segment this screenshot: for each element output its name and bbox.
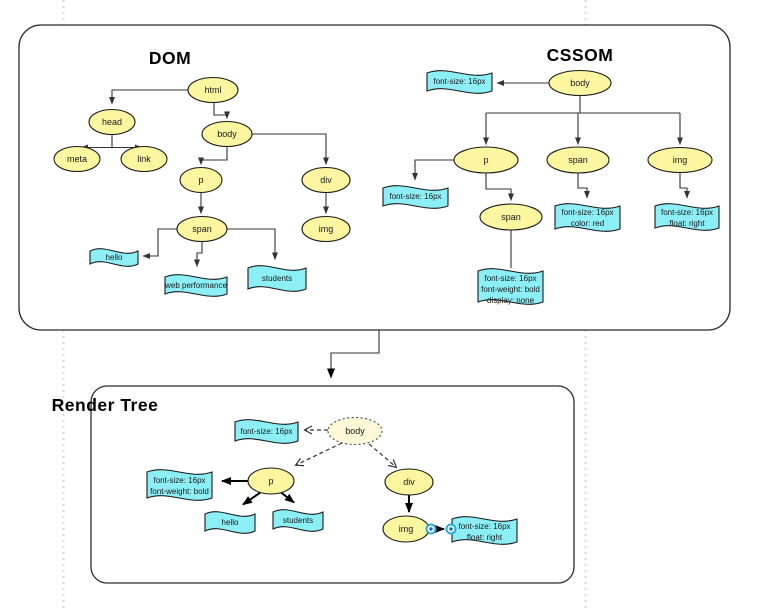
dom-node-img[interactable]: img: [301, 215, 351, 243]
svg-text:font-weight: bold: font-weight: bold: [481, 285, 540, 294]
edge-rt-p-hello: [242, 491, 262, 506]
cssom-rule-span-nested[interactable]: font-size: 16px font-weight: bold displa…: [477, 268, 544, 305]
svg-text:float: right: float: right: [669, 219, 705, 228]
dom-node-head[interactable]: head: [88, 108, 136, 136]
svg-text:font-size: 16px: font-size: 16px: [433, 77, 485, 86]
svg-text:span: span: [568, 155, 588, 165]
cssom-node-span-nested[interactable]: span: [479, 203, 543, 231]
svg-text:p: p: [483, 155, 488, 165]
svg-text:p: p: [198, 175, 203, 185]
svg-text:font-size: 16px: font-size: 16px: [240, 427, 292, 436]
svg-text:color: red: color: red: [571, 219, 604, 228]
svg-text:web performance: web performance: [164, 281, 227, 290]
dom-node-div[interactable]: div: [301, 166, 351, 194]
svg-text:div: div: [320, 175, 332, 185]
edge-cssom-p-rule: [412, 159, 454, 181]
dom-node-link[interactable]: link: [120, 145, 168, 173]
dom-node-span[interactable]: span: [176, 215, 228, 243]
svg-text:img: img: [399, 524, 414, 534]
render-tree-title[interactable]: Render Tree: [52, 395, 159, 415]
edge-endpoint-handle-target[interactable]: [445, 523, 457, 535]
edge-cssom-img-rule: [679, 172, 690, 199]
svg-text:font-weight: bold: font-weight: bold: [150, 487, 209, 496]
edge-span-students: [227, 228, 278, 260]
dom-node-p[interactable]: p: [179, 166, 223, 194]
svg-text:font-size: 16px: font-size: 16px: [484, 274, 536, 283]
rt-textnode-hello[interactable]: hello: [204, 511, 256, 534]
svg-text:meta: meta: [67, 154, 87, 164]
svg-text:hello: hello: [106, 253, 123, 262]
cssom-edges: [412, 80, 690, 268]
cssom-rule-body[interactable]: font-size: 16px: [426, 70, 493, 94]
dom-node-body[interactable]: body: [201, 120, 253, 148]
svg-text:font-size: 16px: font-size: 16px: [153, 476, 205, 485]
svg-text:span: span: [192, 224, 212, 234]
svg-text:display: none: display: none: [487, 296, 535, 305]
edge-rt-img-rule-selected[interactable]: [425, 523, 457, 535]
dom-textnode-web-performance[interactable]: web performance: [164, 274, 228, 297]
edge-html-head: [109, 89, 188, 105]
edge-rt-body-div: [368, 443, 396, 467]
dom-textnode-students[interactable]: students: [247, 265, 307, 292]
cssom-node-img[interactable]: img: [647, 146, 713, 174]
edge-body-div: [252, 133, 329, 165]
edge-body-p: [198, 146, 228, 165]
svg-text:link: link: [137, 154, 151, 164]
dom-node-html[interactable]: html: [187, 76, 239, 104]
edge-containers-to-render-tree: [327, 330, 380, 379]
svg-text:img: img: [319, 224, 334, 234]
edge-cssom-p-span: [485, 173, 514, 201]
edge-endpoint-handle-source[interactable]: [425, 523, 437, 535]
rt-rule-body[interactable]: font-size: 16px: [234, 419, 299, 444]
svg-text:body: body: [570, 78, 590, 88]
svg-text:font-size: 16px: font-size: 16px: [561, 208, 613, 217]
cssom-node-span[interactable]: span: [546, 146, 610, 174]
render-tree-edges: [221, 430, 413, 513]
cssom-rule-p[interactable]: font-size: 16px: [382, 185, 449, 209]
cssom-node-body[interactable]: body: [548, 69, 612, 97]
edge-cssom-span-rule: [577, 173, 590, 199]
svg-text:div: div: [403, 477, 415, 487]
rt-node-div[interactable]: div: [384, 468, 434, 496]
svg-text:html: html: [204, 85, 221, 95]
edge-span-webperf: [194, 241, 203, 267]
dom-cssom-container-box[interactable]: [18, 24, 731, 331]
svg-text:students: students: [283, 516, 313, 525]
cssom-rule-span[interactable]: font-size: 16px color: red: [554, 203, 621, 232]
svg-text:span: span: [501, 212, 521, 222]
svg-text:font-size: 16px: font-size: 16px: [458, 522, 510, 531]
rt-rule-img[interactable]: font-size: 16px float: right: [451, 516, 518, 545]
rt-rule-p[interactable]: font-size: 16px font-weight: bold: [146, 469, 213, 501]
dom-node-meta[interactable]: meta: [53, 145, 101, 173]
cssom-title[interactable]: CSSOM: [547, 45, 614, 65]
svg-text:font-size: 16px: font-size: 16px: [389, 192, 441, 201]
dom-textnode-hello[interactable]: hello: [89, 248, 139, 267]
svg-text:students: students: [262, 274, 292, 283]
edge-rt-p-students: [280, 491, 295, 504]
svg-text:body: body: [217, 129, 237, 139]
svg-text:p: p: [268, 476, 273, 486]
cssom-node-p[interactable]: p: [453, 146, 519, 174]
rt-node-p[interactable]: p: [247, 467, 295, 495]
svg-text:font-size: 16px: font-size: 16px: [661, 208, 713, 217]
dom-title[interactable]: DOM: [149, 48, 191, 68]
edge-html-body: [213, 102, 230, 119]
edge-span-hello: [142, 228, 177, 259]
dom-edges: [80, 89, 329, 267]
rt-node-img[interactable]: img: [382, 515, 430, 543]
rt-textnode-students[interactable]: students: [272, 509, 324, 532]
rt-node-body[interactable]: body: [327, 416, 383, 446]
cssom-rule-img[interactable]: font-size: 16px float: right: [654, 203, 720, 231]
svg-text:img: img: [673, 155, 688, 165]
svg-text:head: head: [102, 117, 122, 127]
svg-text:float: right: float: right: [467, 533, 503, 542]
svg-text:body: body: [345, 426, 365, 436]
edge-rt-body-p: [296, 442, 343, 465]
svg-text:hello: hello: [222, 518, 239, 527]
